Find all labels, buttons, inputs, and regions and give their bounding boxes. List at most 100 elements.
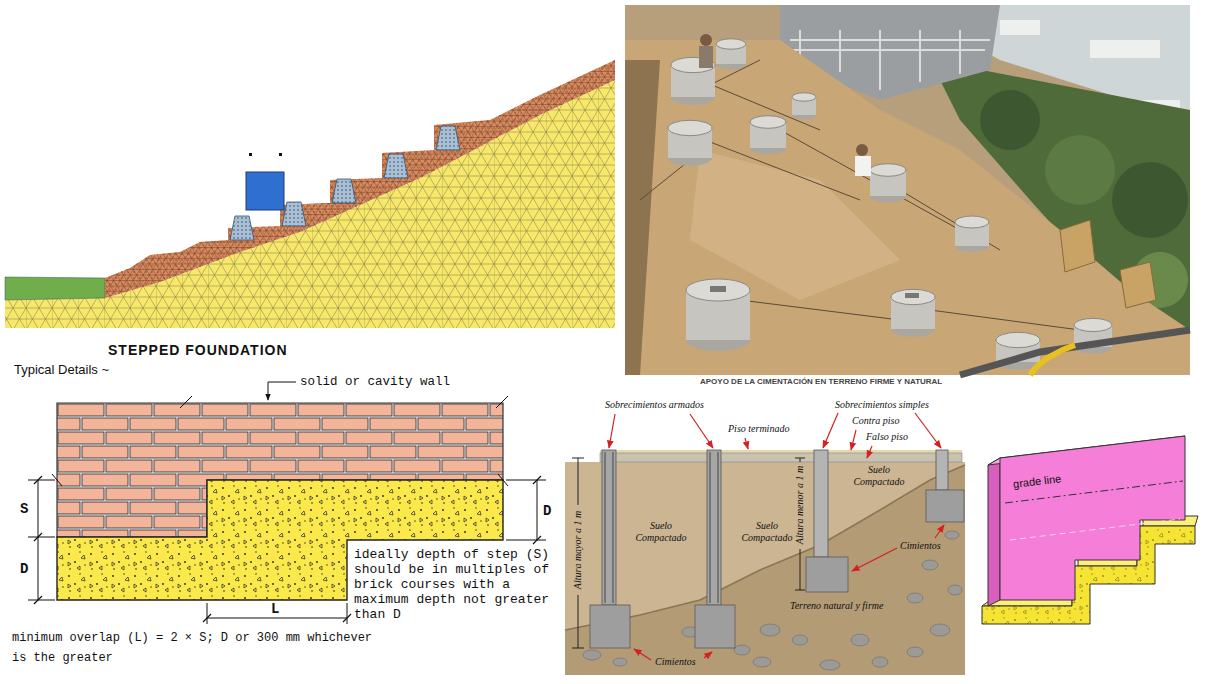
stepped-wall-figure (982, 436, 1198, 624)
height-label: Altura mayor a 1 m (572, 508, 584, 592)
concrete-pier (870, 164, 906, 177)
part-label: Piso terminado (728, 423, 789, 435)
pile-footing (282, 202, 306, 226)
pile-footing (384, 154, 408, 178)
foundation-section (565, 462, 965, 675)
stepped-foundation-detail (28, 480, 55, 600)
leader-arrow (852, 548, 897, 571)
stone (613, 658, 627, 666)
site-photo (625, 60, 660, 375)
column (707, 450, 721, 605)
foundation-section (565, 413, 965, 675)
stone (872, 657, 888, 667)
leader-arrow (915, 413, 941, 448)
part-label: Sobrecimientos armados (605, 399, 704, 411)
stone (907, 593, 923, 603)
stone (734, 645, 750, 655)
worker-figure (699, 34, 871, 176)
leader-arrow (609, 413, 944, 660)
pile-footing (332, 179, 356, 203)
pile-footing (230, 216, 254, 240)
grade-line-label: grade line (1012, 472, 1062, 491)
leader-arrow (704, 652, 712, 658)
point-marker (249, 153, 252, 156)
foundation-section (565, 465, 965, 675)
dimension-label: S (20, 501, 28, 518)
foundation-section (600, 450, 962, 453)
dimension-label: D (543, 503, 551, 520)
concrete-pier (716, 39, 746, 49)
stone (907, 647, 923, 657)
concrete-pier (686, 279, 750, 301)
soil-label: Suelo Compactado (736, 520, 798, 544)
concrete-pier (750, 116, 786, 129)
height-dimension (572, 458, 584, 648)
slope-mesh-figure (105, 60, 615, 298)
pile-footing (436, 126, 460, 150)
note-text: minimum overlap (L) = 2 × S; D or 300 mm… (12, 628, 392, 668)
column (602, 450, 616, 605)
site-photo (625, 5, 1190, 375)
concrete-pier (1074, 318, 1112, 331)
footing (695, 605, 735, 648)
site-photo (625, 40, 1190, 375)
foundation-section (600, 453, 962, 462)
height-label: Altura menor a 1 m (794, 463, 806, 547)
hose (1030, 345, 1075, 375)
dimension-label: L (271, 601, 279, 618)
stone (945, 531, 959, 539)
worker-figure (700, 34, 712, 46)
footing (806, 557, 848, 592)
stepped-wall-figure (988, 458, 1000, 606)
concrete-pier (905, 293, 919, 298)
leader-arrow (851, 430, 856, 450)
leader-arrow (823, 413, 838, 448)
rebar (605, 452, 718, 603)
railing (960, 330, 1190, 375)
stone (922, 560, 938, 570)
site-photo (1112, 162, 1188, 238)
pile-footing (230, 216, 254, 240)
concrete-pier (955, 216, 989, 228)
site-photo (980, 90, 1040, 150)
leader-arrow (935, 525, 944, 538)
site-photo (690, 150, 900, 300)
wall-callout: solid or cavity wall (300, 375, 450, 390)
site-photo (1120, 262, 1156, 308)
concrete-pier (792, 93, 816, 101)
stone (930, 624, 950, 636)
panel-title: STEPPED FOUNDATION (108, 342, 288, 359)
pile-footing (436, 126, 460, 150)
site-photo (1000, 20, 1040, 35)
footing (926, 490, 964, 522)
concrete-pier (710, 286, 726, 292)
slope-mesh-figure (105, 60, 615, 298)
stepped-wall-figure (1000, 436, 1185, 600)
building-block (246, 172, 284, 210)
leader-arrow (690, 414, 713, 448)
height-dimension (795, 458, 805, 590)
ground-label: Terreno natural y firme (790, 600, 883, 612)
caption-text: APOYO DE LA CIMENTACIÓN EN TERRENO FIRME… (700, 377, 942, 387)
pile-footing (282, 202, 306, 226)
footing (590, 490, 964, 648)
stone (851, 634, 869, 646)
concrete-pier (996, 332, 1040, 347)
point-marker (279, 153, 282, 156)
stone (760, 624, 780, 636)
concrete-pier (891, 289, 935, 304)
part-label: Sobrecimientos simples (835, 399, 929, 411)
stone (753, 657, 771, 667)
detail-heading: Typical Details ~ (14, 362, 109, 378)
worker-figure (699, 46, 713, 68)
soil-label: Suelo Compactado (630, 520, 692, 544)
site-photo (640, 60, 1080, 330)
stepped-foundation-detail (533, 476, 541, 544)
stone (820, 660, 840, 670)
site-photo (1045, 135, 1115, 205)
dimension-label: D (20, 561, 28, 578)
stone (583, 531, 962, 670)
concrete-pier (668, 39, 1112, 370)
part-label: Cimientos (900, 540, 941, 552)
guide-line (1010, 519, 1180, 540)
